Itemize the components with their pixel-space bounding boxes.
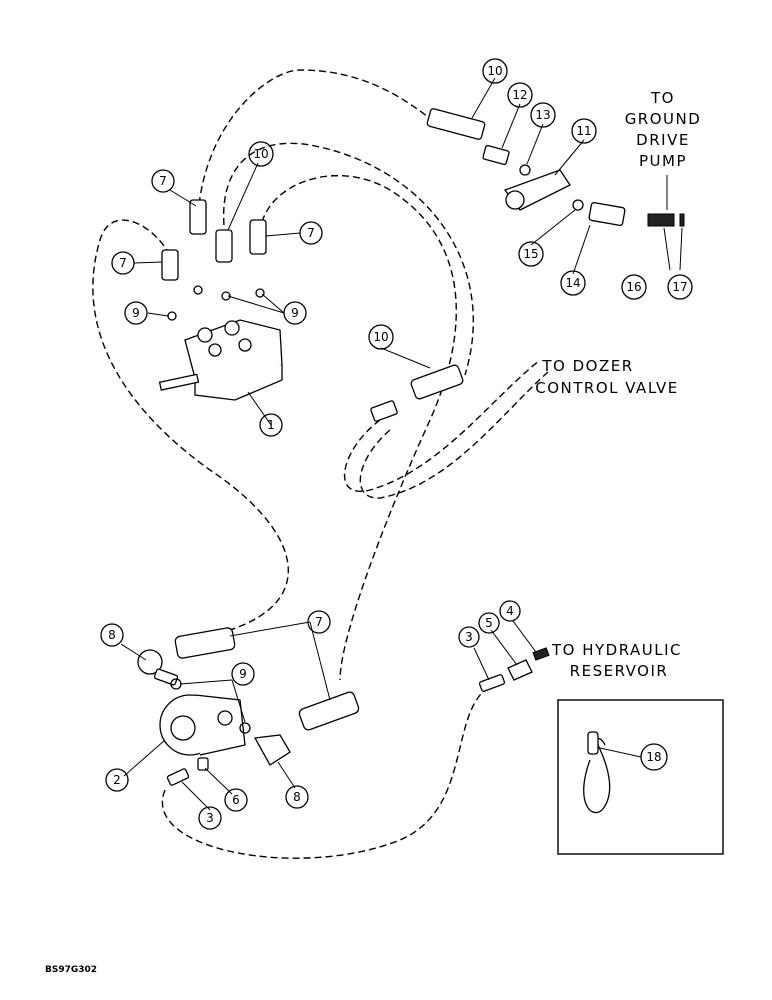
svg-text:9: 9: [132, 306, 140, 320]
label-to-dozer-control-valve: TO DOZER CONTROL VALVE: [535, 357, 679, 397]
callout-15: 15: [518, 241, 544, 267]
callouts: 1 7 7 7 10 9 9 10 10 12 13 11 15 14 16 1…: [100, 58, 693, 830]
callout-9: 9: [124, 301, 148, 325]
svg-text:3: 3: [206, 811, 214, 825]
label-to-ground-drive-pump: TO GROUND DRIVE PUMP: [625, 89, 702, 170]
callout-9: 9: [231, 662, 255, 686]
svg-text:1: 1: [267, 418, 275, 432]
svg-text:4: 4: [506, 604, 514, 618]
svg-text:RESERVOIR: RESERVOIR: [570, 662, 669, 680]
reservoir-fittings: [478, 647, 550, 692]
svg-text:10: 10: [253, 147, 268, 161]
figure-code: BS97G302: [45, 965, 97, 975]
valve-fittings: [161, 199, 267, 321]
svg-text:TO HYDRAULIC: TO HYDRAULIC: [551, 641, 682, 659]
dozer-fitting: [370, 364, 464, 422]
callout-5: 5: [478, 612, 500, 634]
svg-text:9: 9: [239, 667, 247, 681]
svg-text:10: 10: [373, 330, 388, 344]
callout-12: 12: [507, 82, 533, 108]
callout-14: 14: [560, 270, 586, 296]
callout-6: 6: [224, 788, 248, 812]
svg-text:8: 8: [108, 628, 116, 642]
svg-text:GROUND: GROUND: [625, 110, 702, 128]
svg-text:12: 12: [512, 88, 527, 102]
control-valve: [158, 319, 283, 401]
callout-13: 13: [530, 102, 556, 128]
svg-text:DRIVE: DRIVE: [636, 131, 690, 149]
svg-text:18: 18: [646, 750, 661, 764]
callout-3: 3: [198, 806, 222, 830]
svg-text:14: 14: [565, 276, 580, 290]
callout-8: 8: [100, 623, 124, 647]
callout-10: 10: [248, 141, 274, 167]
hose-valve-loop-right: [261, 175, 457, 681]
svg-text:TO DOZER: TO DOZER: [541, 357, 633, 375]
hoses: [92, 69, 549, 859]
svg-text:TO: TO: [650, 89, 675, 107]
svg-text:17: 17: [672, 280, 687, 294]
pump-assembly: [137, 627, 360, 786]
svg-text:PUMP: PUMP: [639, 152, 687, 170]
svg-text:CONTROL VALVE: CONTROL VALVE: [535, 379, 679, 397]
svg-text:15: 15: [523, 247, 538, 261]
svg-text:7: 7: [119, 256, 127, 270]
callout-4: 4: [499, 600, 521, 622]
svg-text:7: 7: [159, 174, 167, 188]
callout-7: 7: [307, 610, 331, 634]
callout-11: 11: [571, 118, 597, 144]
callout-8: 8: [285, 785, 309, 809]
callout-17: 17: [667, 274, 693, 300]
callout-7: 7: [111, 251, 135, 275]
callout-18: 18: [640, 743, 668, 771]
callout-7: 7: [299, 221, 323, 245]
svg-text:10: 10: [487, 64, 502, 78]
svg-text:3: 3: [465, 630, 473, 644]
svg-text:7: 7: [315, 615, 323, 629]
svg-text:11: 11: [576, 124, 591, 138]
callout-16: 16: [621, 274, 647, 300]
callout-10: 10: [482, 58, 508, 84]
callout-9: 9: [283, 301, 307, 325]
svg-text:9: 9: [291, 306, 299, 320]
svg-text:13: 13: [535, 108, 550, 122]
hose-valve-loop-middle: [222, 142, 475, 376]
hose-pump-to-reservoir: [161, 689, 486, 859]
hose-valve-to-ground-drive: [197, 69, 433, 216]
hose-valve-loop-left: [92, 219, 289, 631]
svg-text:8: 8: [293, 790, 301, 804]
ground-drive-fittings: [426, 108, 685, 227]
hose-dozer-double: [343, 359, 541, 492]
hose-dozer-double-b: [359, 371, 549, 499]
callout-1: 1: [259, 413, 283, 437]
label-to-hydraulic-reservoir: TO HYDRAULIC RESERVOIR: [551, 641, 682, 680]
callout-10: 10: [368, 324, 394, 350]
leader-lines: [120, 77, 683, 811]
callout-3: 3: [458, 626, 480, 648]
svg-text:5: 5: [485, 616, 493, 630]
svg-text:6: 6: [232, 793, 240, 807]
callout-2: 2: [105, 768, 129, 792]
clip-inset: [557, 699, 724, 855]
svg-text:7: 7: [307, 226, 315, 240]
svg-text:16: 16: [626, 280, 641, 294]
svg-text:2: 2: [113, 773, 121, 787]
callout-7: 7: [151, 169, 175, 193]
